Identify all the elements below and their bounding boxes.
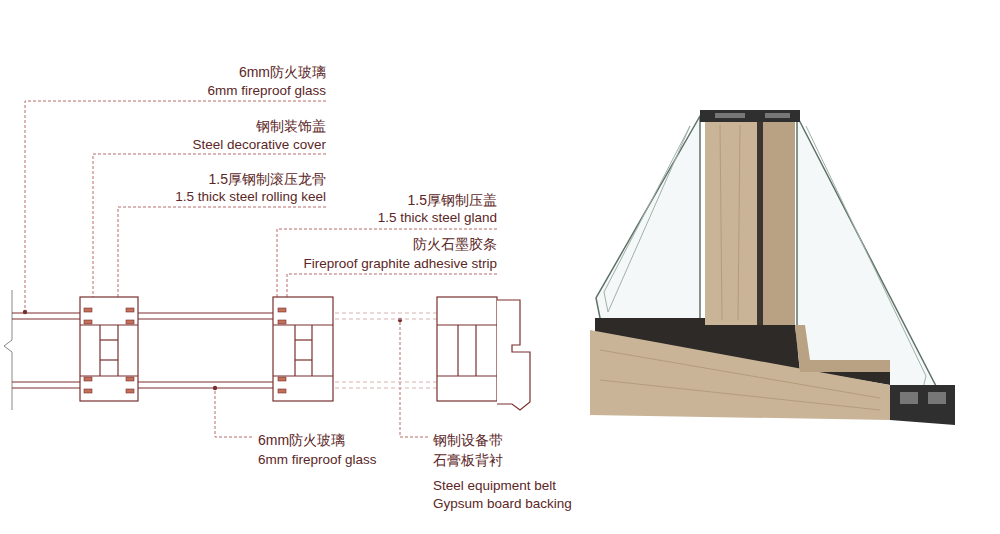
glass-edge	[604, 126, 690, 312]
profile-detail	[715, 113, 745, 118]
callout-label: 6mm fireproof glass	[258, 451, 377, 469]
rail-end-profile	[890, 385, 955, 425]
callout-label: 防火石墨胶条	[413, 235, 497, 253]
rail-top	[795, 325, 890, 372]
graphite-strip	[278, 389, 286, 393]
glass-line	[138, 382, 274, 383]
glass-panes	[12, 313, 274, 388]
steel-profiles	[80, 297, 530, 410]
wood-grain	[600, 350, 880, 398]
keel-profile	[80, 297, 138, 401]
leader-dot	[23, 310, 27, 314]
gaskets	[84, 308, 286, 393]
graphite-strip	[126, 308, 134, 312]
equipment-belt	[497, 300, 530, 410]
wood-grain	[738, 125, 740, 320]
glass-line	[138, 319, 274, 320]
profile-web	[295, 359, 312, 360]
leader-line	[93, 154, 326, 300]
board-line	[335, 319, 438, 320]
profile-web	[437, 324, 497, 325]
profile-web	[437, 375, 497, 376]
glass-pane	[596, 116, 700, 323]
glass-line	[12, 382, 80, 383]
callout-label: Steel equipment belt	[433, 477, 556, 495]
callout-label: 6mm fireproof glass	[207, 82, 326, 100]
glass-line	[12, 388, 80, 389]
leader-line	[400, 322, 428, 437]
board-line	[335, 388, 438, 389]
callout-label: 石膏板背衬	[433, 451, 503, 469]
glass-line	[138, 388, 274, 389]
glass-line	[138, 313, 274, 314]
profile-web	[294, 325, 295, 376]
mullion-top-profile	[700, 110, 800, 122]
callout-label: 6mm防火玻璃	[258, 431, 345, 449]
graphite-strip	[278, 377, 286, 381]
profile-web	[457, 325, 458, 376]
glass-line	[12, 319, 80, 320]
profile-web	[80, 375, 138, 376]
profile-detail	[928, 392, 946, 404]
glass-edge	[806, 126, 926, 392]
profile-web	[100, 359, 118, 360]
callout-label: 1.5 thick steel gland	[378, 209, 497, 227]
leader-dot	[398, 318, 402, 322]
profile-web	[117, 325, 118, 376]
graphite-strip	[84, 308, 92, 312]
mullion-groove	[757, 120, 763, 325]
graphite-strip	[126, 389, 134, 393]
graphite-strip	[278, 320, 286, 324]
wood-grain	[720, 125, 722, 320]
profile-detail	[900, 392, 918, 404]
profile-web	[100, 339, 118, 340]
profile-detail	[765, 113, 790, 118]
profile-web	[80, 324, 138, 325]
callout-label: 1.5厚钢制压盖	[408, 191, 497, 209]
profile-web	[273, 375, 333, 376]
profile-web	[99, 325, 100, 376]
callout-label: 钢制设备带	[433, 431, 503, 449]
callout-label: 6mm防火玻璃	[239, 63, 326, 81]
glass-line	[12, 313, 80, 314]
profile-web	[311, 325, 312, 376]
graphite-strip	[84, 377, 92, 381]
rail-face	[590, 330, 890, 420]
callout-label: Gypsum board backing	[433, 495, 572, 513]
callout-label: 钢制装饰盖	[256, 117, 326, 135]
graphite-strip	[84, 320, 92, 324]
keel-profile	[437, 297, 497, 401]
profile-web	[273, 324, 333, 325]
leader-line	[277, 229, 497, 302]
keel-profile	[273, 297, 333, 401]
graphite-strip	[84, 389, 92, 393]
leader-line	[25, 101, 326, 310]
profile-web	[475, 325, 476, 376]
gypsum-board	[335, 313, 438, 388]
wood-grain	[600, 380, 880, 410]
mullion-side	[763, 120, 795, 325]
graphite-strip	[278, 308, 286, 312]
leader-line	[215, 390, 252, 437]
leader-lines	[25, 101, 497, 437]
graphite-strip	[126, 377, 134, 381]
frame-illustration	[590, 110, 955, 425]
callout-label: Steel decorative cover	[192, 136, 326, 154]
leader-line	[118, 207, 326, 305]
callout-label: 1.5厚钢制滚压龙骨	[209, 170, 326, 188]
board-line	[335, 313, 438, 314]
graphite-strip	[126, 320, 134, 324]
callout-label: 1.5 thick steel rolling keel	[175, 188, 326, 206]
profile-web	[295, 339, 312, 340]
mullion-face	[705, 120, 757, 325]
wall-break	[4, 290, 12, 410]
callout-label: Fireproof graphite adhesive strip	[303, 255, 497, 273]
board-line	[335, 382, 438, 383]
